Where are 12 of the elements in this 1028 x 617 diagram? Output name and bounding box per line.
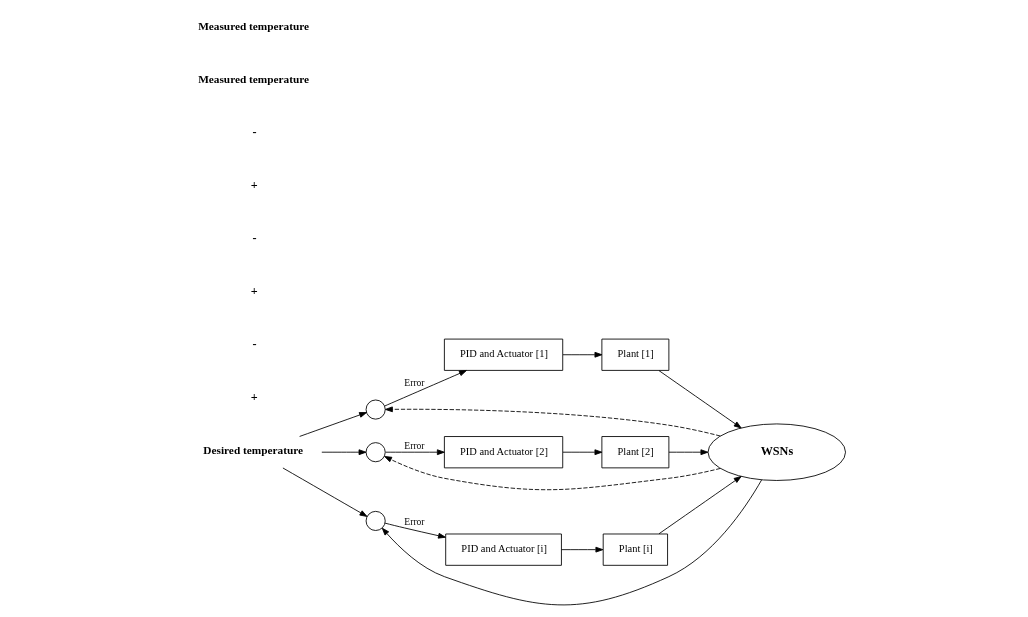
label: - bbox=[252, 231, 257, 246]
label: - bbox=[252, 337, 257, 352]
label: - bbox=[252, 125, 257, 140]
label: + bbox=[250, 284, 258, 299]
node-text: Desired temperature bbox=[203, 444, 304, 457]
edge-label: Error bbox=[404, 516, 425, 528]
label: + bbox=[250, 178, 258, 193]
label: Measured temperature bbox=[198, 72, 310, 85]
edge-label: Error bbox=[404, 376, 425, 388]
label: + bbox=[250, 390, 258, 405]
edge-label: Error bbox=[404, 440, 425, 452]
label: Measured temperature bbox=[198, 19, 310, 32]
